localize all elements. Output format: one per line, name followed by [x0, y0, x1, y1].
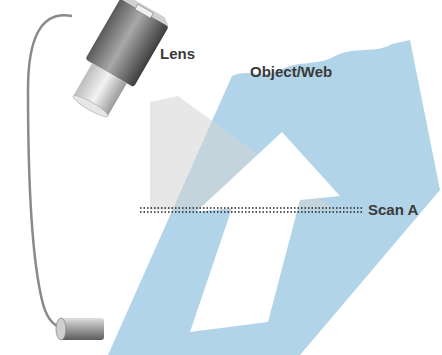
scan-line: [140, 211, 362, 212]
scan-label: Scan A: [368, 201, 418, 219]
web-label: Object/Web: [250, 63, 332, 81]
controller-cylinder: [56, 318, 104, 340]
camera-body: [64, 0, 171, 124]
web-sheet: [108, 40, 440, 355]
scan-line: [140, 207, 362, 208]
direction-arrow: [190, 132, 340, 332]
lens-label: Lens: [160, 45, 195, 63]
camera-cable: [28, 15, 72, 328]
